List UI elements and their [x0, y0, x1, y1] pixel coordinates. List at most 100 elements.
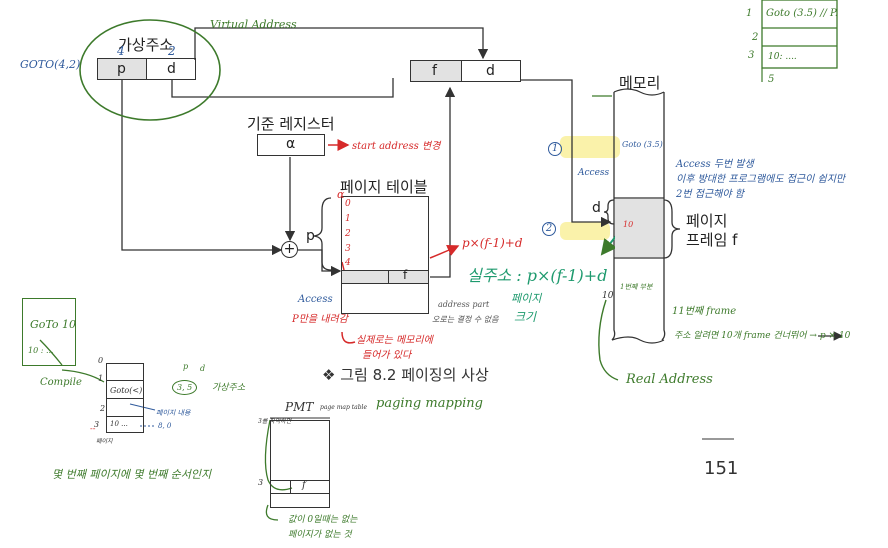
access-twice-3: 2번 접근해야 함 — [676, 189, 744, 200]
base-register-title: 기준 레지스터 — [247, 115, 335, 133]
start-address-note: start address 변경 — [352, 141, 441, 152]
list-1: 1 — [98, 374, 104, 383]
page-frame-label-1: 페이지 — [686, 212, 728, 230]
list-8-0: 8, 0 — [158, 422, 172, 430]
list-10: 10 ... — [110, 420, 128, 428]
memory-d-label: d — [592, 200, 601, 216]
virtual-address-en: Virtual Address — [210, 18, 297, 31]
page-table-title: 페이지 테이블 — [340, 178, 428, 196]
goto-mem: Goto (3.5) — [622, 140, 663, 149]
tr-10: 10: .... — [768, 52, 797, 62]
list-2: 2 — [100, 404, 106, 413]
list-va: 가상주소 — [212, 383, 246, 393]
goto-42: GOTO(4,2) — [20, 58, 81, 71]
pt-index-1: 1 — [345, 214, 351, 224]
virtual-address-title: 가상주소 — [118, 36, 174, 54]
va-p-num: 4 — [117, 44, 125, 58]
memory-10-red: 10 — [623, 220, 634, 229]
actually-in-mem-1: 실제로는 메모리에 — [356, 335, 433, 346]
pmt-row-divider — [290, 480, 291, 494]
pmt-title: PMT — [285, 400, 314, 414]
pmt-box — [270, 420, 330, 508]
list-row-divider-3 — [106, 416, 144, 417]
adder-circle: + — [281, 241, 298, 258]
highlight-access1 — [560, 136, 620, 158]
which-page-note: 몇 번째 페이지에 몇 번째 순서인지 — [52, 468, 212, 481]
pt-f-label: f — [403, 268, 408, 282]
pt-index-4: 4 — [345, 258, 351, 268]
access-twice-1: Access 두번 발생 — [676, 159, 754, 170]
real-address-d-cell: d — [461, 60, 521, 82]
tr-1: 1 — [746, 8, 753, 19]
list-bubble: 3, 5 — [172, 380, 198, 395]
pt-index-3: 3 — [345, 244, 351, 254]
pmt-bottom-1: 값이 0일때는 없는 — [288, 515, 358, 525]
pt-alpha: α — [337, 188, 345, 201]
list-0: 0 — [98, 356, 104, 365]
address-part-note-2: 오로는 결정 수 없음 — [432, 315, 499, 324]
access-twice-2: 이후 방대한 프로그램에도 접근이 쉽지만 — [676, 174, 846, 185]
frame-calc: 주소 알려면 10개 frame 건너뛰어 → p × 10 — [674, 331, 851, 341]
pmt-bottom-2: 페이지가 없는 것 — [288, 530, 352, 540]
figure-caption: ❖ 그림 8.2 페이징의 사상 — [322, 366, 489, 384]
list-row-divider-1 — [106, 380, 144, 381]
list-pd-p: p — [183, 362, 189, 371]
page-size-1: 페이지 — [511, 292, 542, 305]
page-number: 151 — [704, 458, 739, 479]
formula-red: p×(f-1)+d — [462, 236, 523, 250]
pt-index-0: 0 — [345, 199, 351, 209]
list-row-divider-2 — [106, 398, 144, 399]
tr-goto: Goto (3.5) // P. — [766, 8, 838, 19]
va-d-label: d — [167, 61, 176, 77]
actually-in-mem-2: 들어가 있다 — [362, 350, 412, 361]
p-only-note: P만을 내려감 — [292, 314, 348, 325]
memory-title: 메모리 — [619, 74, 661, 92]
real-address-d: d — [486, 63, 495, 79]
pmt-index-3: 3 — [258, 478, 264, 487]
memory-page-frame — [615, 199, 663, 257]
page-table-box — [341, 196, 429, 314]
list-page-note: 페이지 내용 — [156, 409, 191, 417]
virtual-address-d-cell: d — [146, 58, 196, 80]
page-table-entry-f: f — [388, 268, 429, 284]
real-address-f: f — [432, 63, 437, 79]
va-d-num: 2 — [168, 44, 176, 58]
formula-green: 실주소 : p×(f-1)+d — [467, 266, 608, 285]
paging-mapping-note: paging mapping — [376, 396, 483, 411]
page-size-2: 크기 — [514, 310, 537, 324]
tr-3: 3 — [748, 50, 755, 61]
goto10-line2: 10 : ... — [28, 346, 54, 355]
compile-note: Compile — [40, 377, 82, 388]
real-address-note: Real Address — [626, 372, 713, 387]
base-register-alpha: α — [286, 136, 296, 152]
memory-10-green: 10 — [602, 291, 614, 301]
list-page: 페이지 — [96, 438, 113, 445]
adder-plus: + — [283, 241, 296, 257]
va-p-label: p — [117, 61, 126, 77]
highlight-access2 — [560, 222, 610, 240]
circle-2: 2 — [542, 222, 556, 236]
goto10: GoTo 10 — [30, 318, 77, 331]
frame-11th: 11번째 frame — [672, 306, 737, 317]
tr-5: 5 — [768, 74, 775, 85]
virtual-address-p-cell: p — [97, 58, 147, 80]
page-frame-label-2: 프레임 f — [686, 231, 738, 249]
page-number-rule — [702, 438, 734, 440]
access-pt: Access — [298, 294, 333, 305]
real-address-f-cell: f — [410, 60, 462, 82]
goto10-box — [22, 298, 76, 366]
list-dash-6: -- — [90, 424, 96, 433]
circle-1: 1 — [548, 142, 562, 156]
pmt-f: f — [302, 480, 306, 491]
pmt-note: page map table — [320, 404, 368, 411]
pt-p-label: p — [306, 228, 315, 244]
base-register-box: α — [257, 134, 325, 156]
access-mem: Access — [578, 168, 610, 178]
memory-note: 1번째 부분 — [620, 283, 653, 291]
pt-index-2: 2 — [345, 229, 351, 239]
page-table-entry-left — [341, 270, 389, 284]
list-3: 3 — [94, 420, 100, 429]
tr-2: 2 — [752, 32, 759, 43]
pmt-row — [270, 480, 330, 494]
